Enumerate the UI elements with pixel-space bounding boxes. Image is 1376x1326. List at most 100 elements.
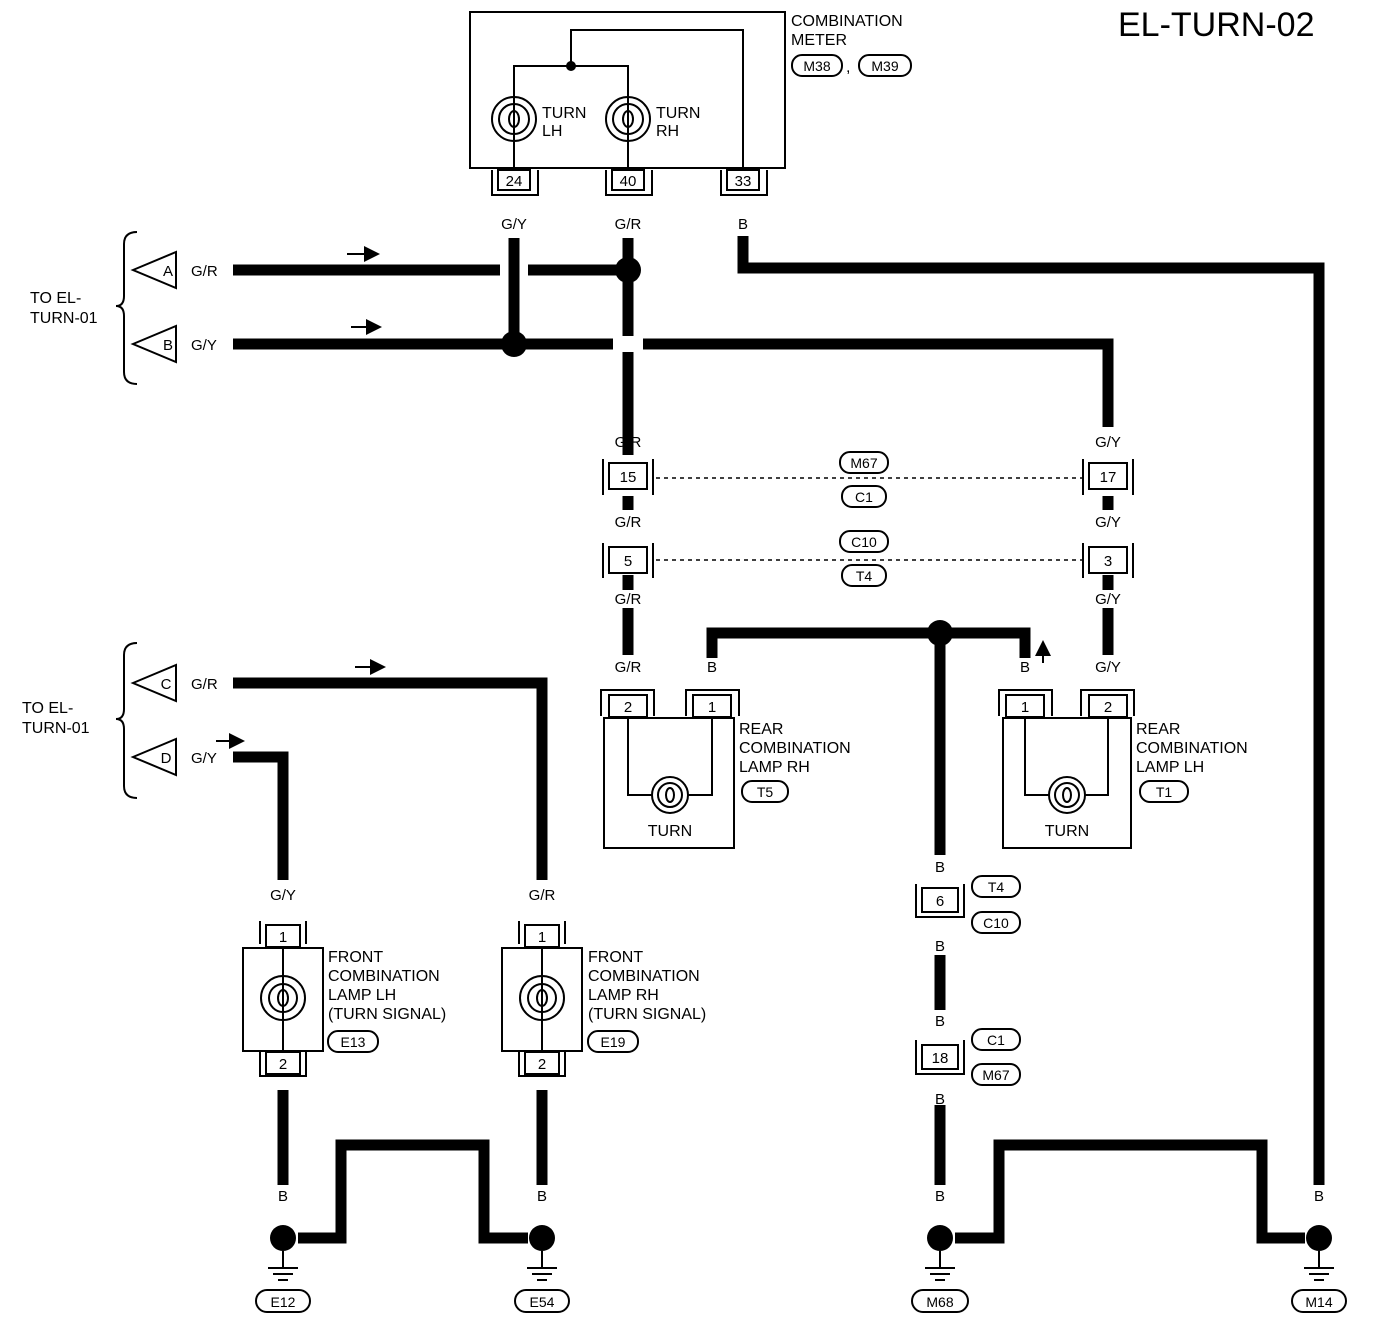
ground-symbol-icon [527,1251,557,1281]
svg-text:B: B [707,659,717,676]
svg-text:B: B [935,1013,945,1030]
svg-text:B: B [1314,1188,1324,1205]
lamp-filament-icon [260,975,306,1021]
svg-text:1: 1 [538,929,546,946]
svg-text:B: B [336,1188,346,1205]
rear-lamp-rh-label-2: COMBINATION [739,740,851,757]
svg-text:B: B [738,216,748,233]
svg-text:C: C [161,676,172,693]
connector-separator: , [846,59,850,76]
svg-text:A: A [163,263,173,280]
turn-rh-label-2: RH [656,123,679,140]
front-lamp-lh-label-4: (TURN SIGNAL) [328,1006,446,1023]
svg-text:B: B [278,1188,288,1205]
rear-lamp-rh-label-3: LAMP RH [739,759,810,776]
svg-text:G/Y: G/Y [1095,659,1121,676]
svg-text:E13: E13 [341,1034,366,1050]
rear-lamp-rh-label: REAR [739,721,783,738]
svg-text:C1: C1 [855,489,873,505]
connector-tag-m38: M38 [791,54,843,77]
bracket-group-ab [115,231,138,385]
svg-text:G/Y: G/Y [191,750,217,767]
svg-text:C10: C10 [851,534,877,550]
wiring [233,236,1325,1244]
connector-tag-t5: T5 [741,780,789,803]
connector-tag-m39: M39 [858,54,912,77]
svg-text:G/R: G/R [615,216,642,233]
svg-text:E12: E12 [271,1294,296,1310]
svg-text:G/Y: G/Y [1095,434,1121,451]
ground-symbol-icon [1304,1251,1334,1281]
svg-text:C10: C10 [983,915,1009,931]
meter-pin-33: 33 [720,169,768,196]
svg-text:B: B [163,337,173,354]
connector-pin-6: 6 T4 C10 [915,875,1021,934]
front-lamp-rh-label-4: (TURN SIGNAL) [588,1006,706,1023]
connector-c10-t4: 5 3 C10 T4 [602,530,1134,587]
rear-lamp-lh-label-3: LAMP LH [1136,759,1204,776]
svg-text:D: D [161,750,172,767]
svg-text:G/R: G/R [615,434,642,451]
svg-text:1: 1 [708,699,716,716]
svg-text:G/R: G/R [191,263,218,280]
ground-e54: E54 [514,1225,570,1313]
svg-text:M67: M67 [982,1067,1009,1083]
connector-tag-t1: T1 [1139,780,1189,803]
ground-m14: M14 [1291,1225,1347,1313]
combination-meter-label: COMBINATION [791,13,903,30]
front-lamp-rh-label: FRONT [588,949,643,966]
splice-dot [615,257,641,283]
svg-text:2: 2 [1104,699,1112,716]
wire-labels: G/Y G/R B G/R G/Y G/R G/Y G/R G/Y G/R B … [270,216,1324,1205]
rear-lamp-lh-label-2: COMBINATION [1136,740,1248,757]
svg-text:G/Y: G/Y [270,887,296,904]
svg-text:G/R: G/R [191,676,218,693]
svg-text:G/R: G/R [615,514,642,531]
svg-text:M68: M68 [926,1294,953,1310]
svg-text:B: B [537,1098,547,1115]
lamp-filament-icon [491,96,537,142]
ground-symbol-icon [925,1251,955,1281]
svg-text:40: 40 [620,173,637,190]
svg-text:24: 24 [506,173,523,190]
svg-text:B: B [935,859,945,876]
svg-text:T1: T1 [1156,784,1173,800]
svg-text:1: 1 [279,929,287,946]
to-el-turn-01-label-b-2: TURN-01 [22,720,90,737]
svg-text:B: B [1257,1188,1267,1205]
lamp-filament-icon [605,96,651,142]
svg-text:B: B [994,1188,1004,1205]
svg-text:M14: M14 [1305,1294,1332,1310]
rear-combination-lamp-lh: 1 2 TURN [998,689,1135,849]
bracket-group-cd [115,642,138,799]
svg-text:M38: M38 [803,58,830,74]
connector-pin-18: 18 C1 M67 [915,1028,1021,1086]
to-el-turn-01-label: TO EL- [30,290,81,307]
svg-text:M39: M39 [871,58,898,74]
splice-dot [927,620,953,646]
front-lamp-lh-label-3: LAMP LH [328,987,396,1004]
front-combination-lamp-lh: 1 2 [242,921,324,1077]
svg-text:TURN: TURN [648,823,692,840]
svg-text:TURN: TURN [1045,823,1089,840]
meter-pin-40: 40 [605,169,653,196]
svg-text:T4: T4 [856,568,873,584]
svg-text:T5: T5 [757,784,774,800]
svg-text:T4: T4 [988,879,1005,895]
svg-text:G/Y: G/Y [191,337,217,354]
svg-text:B: B [278,1098,288,1115]
to-el-turn-01-label-b: TO EL- [22,700,73,717]
connector-tag-e19: E19 [587,1030,639,1053]
terminal-c: C G/R [130,663,218,703]
rear-lamp-lh-label: REAR [1136,721,1180,738]
front-lamp-rh-label-2: COMBINATION [588,968,700,985]
svg-text:2: 2 [624,699,632,716]
svg-text:B: B [935,938,945,955]
svg-text:6: 6 [936,893,944,910]
terminal-b: B G/Y [130,324,217,364]
svg-text:B: B [1020,659,1030,676]
svg-text:3: 3 [1104,553,1112,570]
svg-text:G/R: G/R [615,591,642,608]
terminal-d: D G/Y [130,737,217,777]
